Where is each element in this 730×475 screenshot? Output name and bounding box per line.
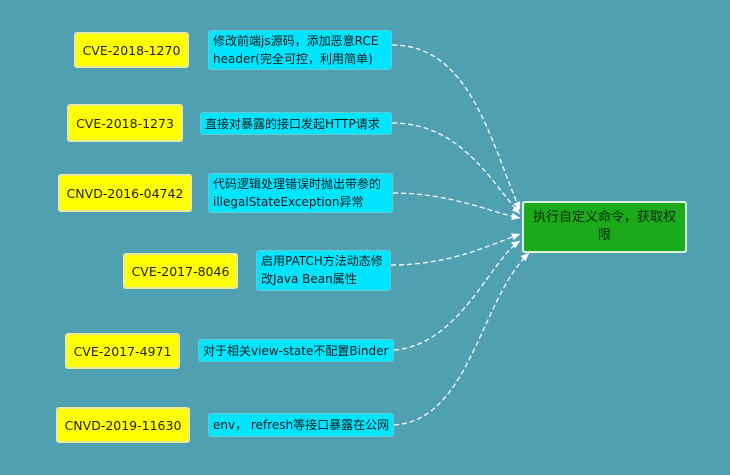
connector-2 bbox=[391, 122, 521, 215]
description-box: env， refresh等接口暴露在公网 bbox=[208, 413, 394, 437]
description-box: 代码逻辑处理错误时抛出带参的illegalStateException异常 bbox=[208, 173, 393, 213]
cve-box: CVE-2018-1273 bbox=[67, 104, 183, 142]
cve-box: CVE-2018-1270 bbox=[74, 32, 189, 68]
cve-box: CVE-2017-4971 bbox=[65, 333, 180, 369]
description-box: 直接对暴露的接口发起HTTP请求 bbox=[200, 112, 392, 135]
description-box: 对于相关view-state不配置Binder bbox=[198, 339, 394, 362]
cve-box: CNVD-2016-04742 bbox=[58, 174, 192, 212]
cve-box: CVE-2017-8046 bbox=[123, 253, 238, 289]
cve-box: CNVD-2019-11630 bbox=[56, 407, 190, 443]
description-box: 启用PATCH方法动态修改Java Bean属性 bbox=[256, 250, 391, 291]
description-box: 修改前端js源码，添加恶意RCE header(完全可控，利用简单) bbox=[208, 30, 392, 70]
connector-5 bbox=[393, 240, 521, 351]
connector-6 bbox=[393, 252, 530, 426]
connector-4 bbox=[390, 233, 521, 266]
connector-1 bbox=[391, 44, 521, 211]
result-box: 执行自定义命令，获取权限 bbox=[522, 201, 687, 253]
connector-3 bbox=[392, 192, 521, 220]
